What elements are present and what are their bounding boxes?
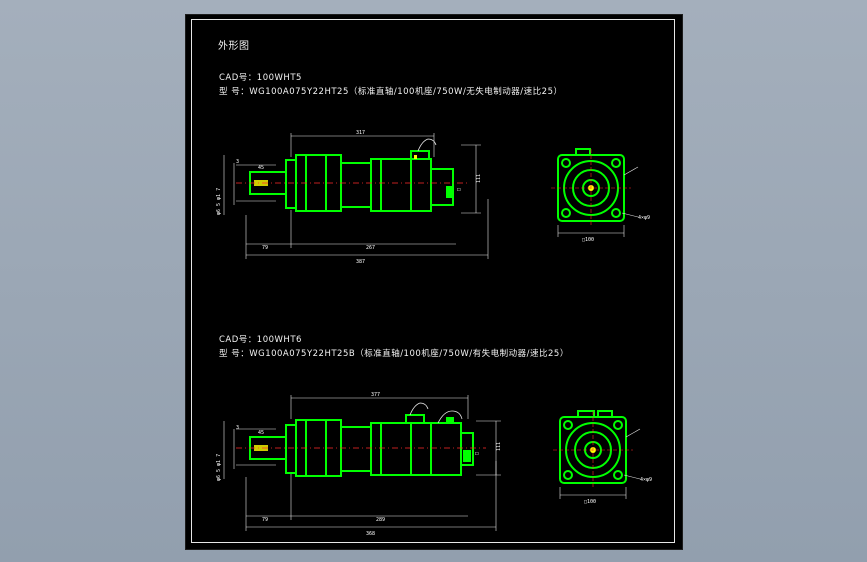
variant2-dim-square: □: [474, 452, 480, 455]
variant1-dim-111: 111: [476, 174, 482, 183]
variant1-dim-total: 387: [356, 259, 365, 265]
variant2-dim-111: 111: [496, 442, 502, 451]
variant1-dim-100: □100: [582, 237, 594, 243]
drawing-title: 外形图: [218, 41, 250, 52]
variant2-model-label: 型 号：WG100A075Y22HT25B（标准直轴/100机座/750W/有失…: [219, 349, 569, 359]
variant2-dim-289: 289: [376, 517, 385, 523]
variant1-dim-left: φ6 5 φ1 7: [216, 188, 222, 215]
variant2-front-view: □100 4×φ9: [553, 410, 652, 505]
variant1-model-label: 型 号：WG100A075Y22HT25（标准直轴/100机座/750W/无失电…: [219, 87, 563, 97]
variant2-dim-100: □100: [584, 499, 596, 505]
variant1-front-view: □100 4×φ9: [551, 148, 650, 243]
variant2-cad-label: CAD号：100WHT6: [219, 335, 302, 345]
variant2-side-view: 377 3 45 79 289 368 111 □ φ6 5 φ1 7: [216, 392, 502, 537]
drawing-sheet[interactable]: 外形图 CAD号：100WHT5 型 号：WG100A075Y22HT25（标准…: [185, 14, 683, 550]
drawing-border-frame: [191, 19, 675, 543]
variant2-dim-45: 45: [258, 430, 264, 436]
variant2-dim-top: 377: [371, 392, 380, 398]
variant2-dim-left: φ6 5 φ1 7: [216, 454, 222, 481]
variant1-side-view: 317 3 45 79 267 387 111 □ φ6 5 φ1 7: [216, 130, 489, 265]
variant1-dim-79: 79: [262, 245, 268, 251]
variant1-dim-square: □: [456, 188, 462, 191]
variant2-dim-hole: 4×φ9: [640, 477, 652, 483]
variant1-dim-hole: 4×φ9: [638, 215, 650, 221]
variant2-dim-79: 79: [262, 517, 268, 523]
variant2-dim-total: 368: [366, 531, 375, 537]
variant1-dim-267: 267: [366, 245, 375, 251]
variant1-dim-3: 3: [236, 159, 239, 165]
variant1-dim-45: 45: [258, 165, 264, 171]
variant2-dim-3: 3: [236, 425, 239, 431]
variant1-cad-label: CAD号：100WHT5: [219, 73, 302, 83]
variant1-dim-top: 317: [356, 130, 365, 136]
